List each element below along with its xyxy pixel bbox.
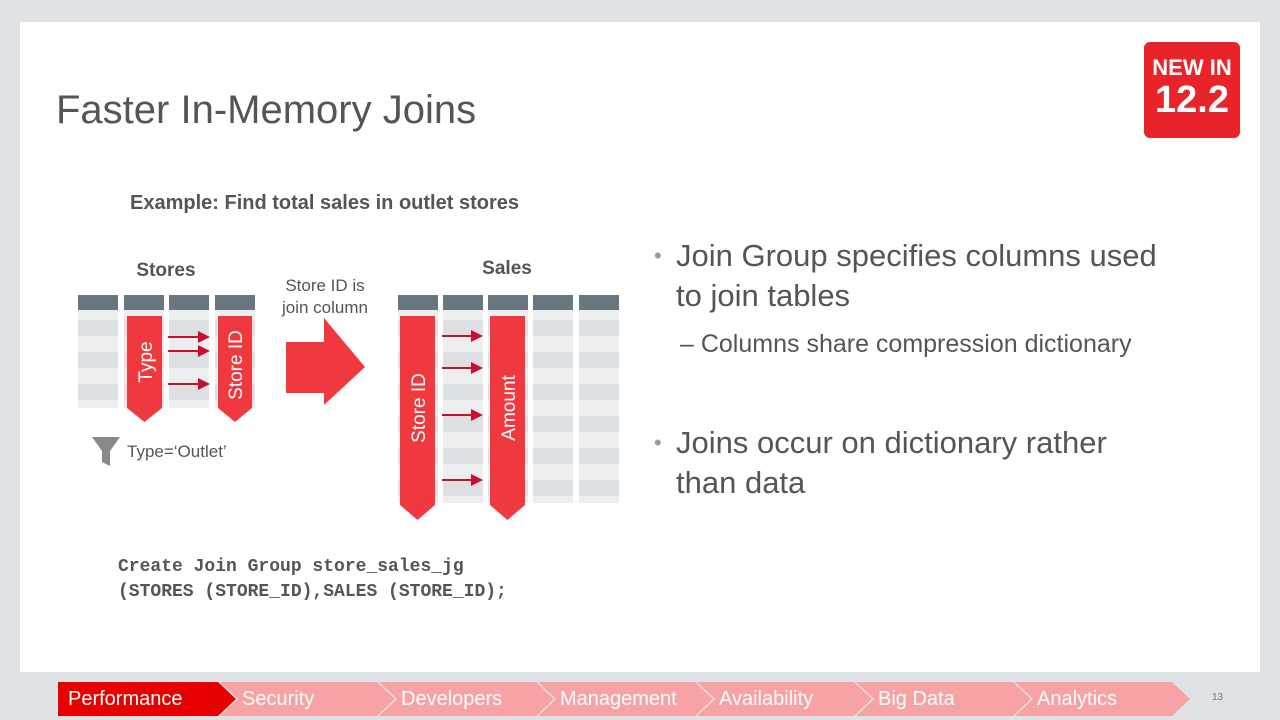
slide-title: Faster In-Memory Joins [56, 88, 477, 132]
code-snippet: Create Join Group store_sales_jg (STORES … [118, 555, 507, 605]
table-column [579, 310, 619, 503]
column-header [78, 295, 118, 310]
bullet-2-line-1: Joins occur on dictionary rather [676, 425, 1107, 460]
code-line-1: Create Join Group store_sales_jg [118, 557, 464, 577]
mapping-arrows [168, 330, 483, 486]
column-header [533, 295, 573, 310]
stores-label: Stores [136, 260, 195, 281]
filter-funnel-icon [92, 437, 120, 466]
sub-bullet: – Columns share compression dictionary [680, 330, 1132, 358]
bullet-1: • Join Group specifies columns used to j… [654, 236, 1157, 364]
bullet-dot-icon: • [654, 430, 662, 455]
join-note-1: Store ID is [285, 276, 364, 295]
join-note-2: join column [281, 298, 368, 317]
example-heading: Example: Find total sales in outlet stor… [130, 192, 519, 214]
filter-condition: Type=‘Outlet’ [127, 442, 227, 461]
amount-column-bar [490, 316, 525, 520]
nav-availability[interactable]: Availability [697, 682, 872, 716]
big-arrow-icon [286, 318, 365, 405]
column-header [579, 295, 619, 310]
type-column-bar [127, 316, 162, 422]
bullet-1-line-2: to join tables [676, 278, 851, 313]
bullet-dot-icon: • [654, 243, 662, 268]
type-column-label: Type [136, 341, 157, 382]
table-column [169, 310, 209, 408]
new-in-badge: NEW IN 12.2 [1144, 42, 1240, 138]
nav-performance[interactable]: Performance [58, 682, 236, 716]
table-column [78, 310, 118, 408]
column-header [124, 295, 164, 310]
bullet-2: • Joins occur on dictionary rather than … [654, 423, 1107, 503]
table-column [443, 310, 483, 503]
code-line-2: (STORES (STORE_ID),SALES (STORE_ID); [118, 582, 507, 602]
column-header [215, 295, 255, 310]
column-header [398, 295, 438, 310]
store-id-column-bar [218, 316, 252, 422]
bullet-1-line-1: Join Group specifies columns used [676, 238, 1157, 273]
page-number: 13 [1212, 692, 1224, 703]
badge-version: 12.2 [1155, 79, 1229, 121]
nav-developers[interactable]: Developers [379, 682, 554, 716]
nav-security[interactable]: Security [220, 682, 395, 716]
column-header [169, 295, 209, 310]
badge-line1: NEW IN [1152, 55, 1232, 80]
sales-store-id-column-bar [400, 316, 435, 520]
topic-nav: Performance Security Developers Manageme… [58, 682, 1174, 716]
table-column [533, 310, 573, 503]
column-header [488, 295, 528, 310]
bullet-2-line-2: than data [676, 465, 806, 500]
nav-big-data[interactable]: Big Data [856, 682, 1031, 716]
sales-label: Sales [482, 258, 532, 279]
sales-store-id-column-label: Store ID [409, 373, 430, 443]
store-id-column-label: Store ID [226, 330, 247, 400]
nav-analytics[interactable]: Analytics [1015, 682, 1190, 716]
amount-column-label: Amount [499, 375, 520, 441]
column-header [443, 295, 483, 310]
nav-management[interactable]: Management [538, 682, 713, 716]
